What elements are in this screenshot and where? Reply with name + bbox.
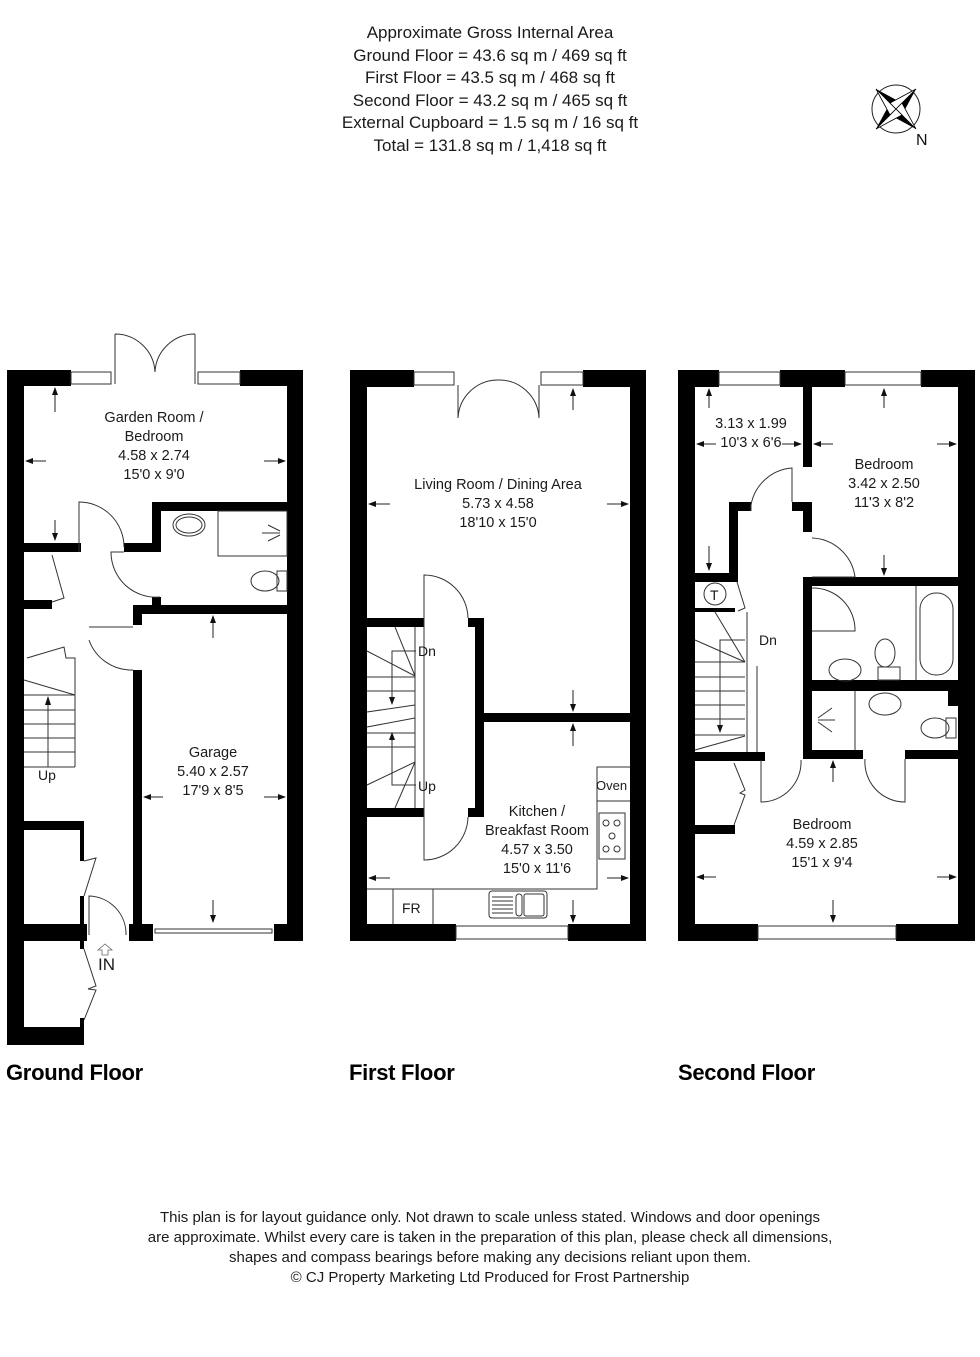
area-summary: Approximate Gross Internal Area Ground F… xyxy=(0,22,980,157)
area-title: Approximate Gross Internal Area xyxy=(366,23,614,42)
garage-name: Garage xyxy=(189,745,237,761)
first-stairs-up-label: Up xyxy=(418,778,436,794)
compass-north-label: N xyxy=(916,132,928,149)
living-room-metric: 5.73 x 4.58 xyxy=(462,496,534,512)
bedroom-1-imperial: 15'1 x 9'4 xyxy=(791,855,852,871)
kitchen-name-2: Breakfast Room xyxy=(485,823,589,839)
tank-label: T xyxy=(710,587,719,603)
fridge-label: FR xyxy=(402,900,421,916)
disclaimer-line-3: shapes and compass bearings before makin… xyxy=(229,1249,751,1266)
entrance-label: IN xyxy=(98,955,115,974)
kitchen-imperial: 15'0 x 11'6 xyxy=(503,861,571,877)
kitchen-name-1: Kitchen / xyxy=(509,804,566,820)
kitchen-metric: 4.57 x 3.50 xyxy=(501,842,573,858)
small-room-imperial: 10'3 x 6'6 xyxy=(720,435,781,451)
ground-stairs-up-label: Up xyxy=(38,767,56,783)
bedroom-2-metric: 3.42 x 2.50 xyxy=(848,476,920,492)
area-ground: Ground Floor = 43.6 sq m / 469 sq ft xyxy=(353,45,627,65)
second-stairs-down-label: Dn xyxy=(759,632,777,648)
small-room-metric: 3.13 x 1.99 xyxy=(715,416,787,432)
bedroom-1-name: Bedroom xyxy=(793,817,852,833)
area-second: Second Floor = 43.2 sq m / 465 sq ft xyxy=(352,90,628,110)
second-floor-plan: 3.13 x 1.99 10'3 x 6'6 Bedroom 3.42 x 2.… xyxy=(678,370,975,941)
bedroom-2-name: Bedroom xyxy=(855,457,914,473)
living-room-name: Living Room / Dining Area xyxy=(414,477,583,493)
disclaimer-line-2: are approximate. Whilst every care is ta… xyxy=(147,1229,833,1246)
living-room-imperial: 18'10 x 15'0 xyxy=(459,515,536,531)
ground-floor-label: Ground Floor xyxy=(6,1060,143,1085)
ground-floor-plan: Garden Room / Bedroom 4.58 x 2.74 15'0 x… xyxy=(7,333,303,1045)
garage-metric: 5.40 x 2.57 xyxy=(177,764,249,780)
area-total: Total = 131.8 sq m / 1,418 sq ft xyxy=(373,135,607,155)
garden-room-name-2: Bedroom xyxy=(125,429,184,445)
oven-label: Oven xyxy=(596,778,627,793)
first-floor-label: First Floor xyxy=(349,1060,455,1085)
garden-room-metric: 4.58 x 2.74 xyxy=(118,448,190,464)
first-stairs-down-label: Dn xyxy=(418,643,436,659)
bedroom-1-metric: 4.59 x 2.85 xyxy=(786,836,858,852)
area-cupboard: External Cupboard = 1.5 sq m / 16 sq ft xyxy=(341,113,639,132)
garage-imperial: 17'9 x 8'5 xyxy=(182,783,243,799)
copyright-line: © CJ Property Marketing Ltd Produced for… xyxy=(290,1269,690,1286)
garden-room-name-1: Garden Room / xyxy=(104,410,204,426)
bedroom-2-imperial: 11'3 x 8'2 xyxy=(854,495,914,511)
area-first: First Floor = 43.5 sq m / 468 sq ft xyxy=(365,68,615,87)
disclaimer-line-1: This plan is for layout guidance only. N… xyxy=(159,1209,821,1226)
garden-room-imperial: 15'0 x 9'0 xyxy=(123,467,184,483)
first-floor-plan: Living Room / Dining Area 5.73 x 4.58 18… xyxy=(350,370,646,941)
disclaimer: This plan is for layout guidance only. N… xyxy=(0,1208,980,1288)
compass-rose-icon: N xyxy=(871,84,928,149)
second-floor-label: Second Floor xyxy=(678,1060,815,1085)
